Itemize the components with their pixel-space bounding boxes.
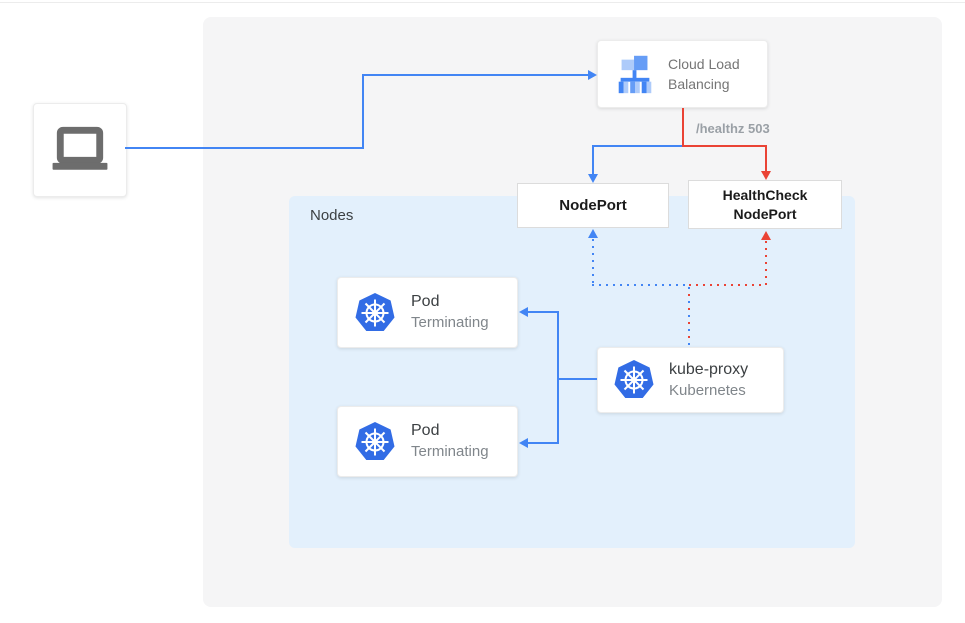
nodeport-label: NodePort <box>559 197 627 214</box>
edge-into-pod2 <box>528 442 559 444</box>
kubernetes-icon <box>353 291 397 335</box>
client-card <box>33 103 127 197</box>
load-balancer-icon <box>612 52 658 96</box>
kube-proxy-card: kube-proxy Kubernetes <box>597 347 784 413</box>
pod-status: Terminating <box>411 443 489 461</box>
edge-into-pod1 <box>528 311 559 313</box>
pod-terminating-card-2: Pod Terminating <box>337 406 518 477</box>
edge-split-red-vertical <box>765 145 767 172</box>
arrowhead-into-pod2 <box>519 438 528 448</box>
nodeport-box: NodePort <box>517 183 669 228</box>
edge-split-red-horizontal <box>682 145 767 147</box>
pod-status: Terminating <box>411 314 489 332</box>
edge-client-to-clb <box>362 74 588 76</box>
arrowhead-dotted-into-healthcheck <box>761 231 771 240</box>
edge-client-horizontal <box>125 147 364 149</box>
nodes-group-label: Nodes <box>310 207 354 224</box>
edge-dotted-blue-vertical <box>592 239 594 285</box>
pod-title: Pod <box>411 422 440 440</box>
pod-terminating-card-1: Pod Terminating <box>337 277 518 348</box>
arrowhead-into-healthcheck <box>761 171 771 180</box>
edge-kube-proxy-out <box>557 378 597 380</box>
arrowhead-into-nodeport <box>588 174 598 183</box>
edge-clb-down-red <box>682 108 684 147</box>
arrowhead-into-clb <box>588 70 597 80</box>
kube-proxy-title: kube-proxy <box>669 360 749 378</box>
edge-split-blue-vertical <box>592 145 594 175</box>
healthz-503-label: /healthz 503 <box>696 121 770 136</box>
edge-split-blue-horizontal <box>592 145 684 147</box>
cloud-load-balancing-card: Cloud Load Balancing <box>597 40 768 108</box>
edge-dotted-blue-horizontal <box>592 284 689 286</box>
pod-title: Pod <box>411 293 440 311</box>
healthcheck-nodeport-label: HealthCheck NodePort <box>722 187 808 222</box>
kubernetes-icon <box>353 420 397 464</box>
edge-pods-vertical <box>557 311 559 444</box>
top-divider <box>0 2 965 3</box>
kube-proxy-subtitle: Kubernetes <box>669 381 746 399</box>
arrowhead-into-pod1 <box>519 307 528 317</box>
healthcheck-nodeport-box: HealthCheck NodePort <box>688 180 842 229</box>
kubernetes-icon <box>612 358 656 402</box>
cloud-load-balancing-label: Cloud Load Balancing <box>668 55 740 92</box>
laptop-icon <box>49 126 111 174</box>
arrowhead-dotted-into-nodeport <box>588 229 598 238</box>
edge-dotted-red-horizontal <box>689 284 766 286</box>
edge-dotted-red-vertical <box>765 241 767 285</box>
edge-dotted-mixed-from-kube-proxy <box>688 287 690 347</box>
edge-client-riser <box>362 74 364 149</box>
